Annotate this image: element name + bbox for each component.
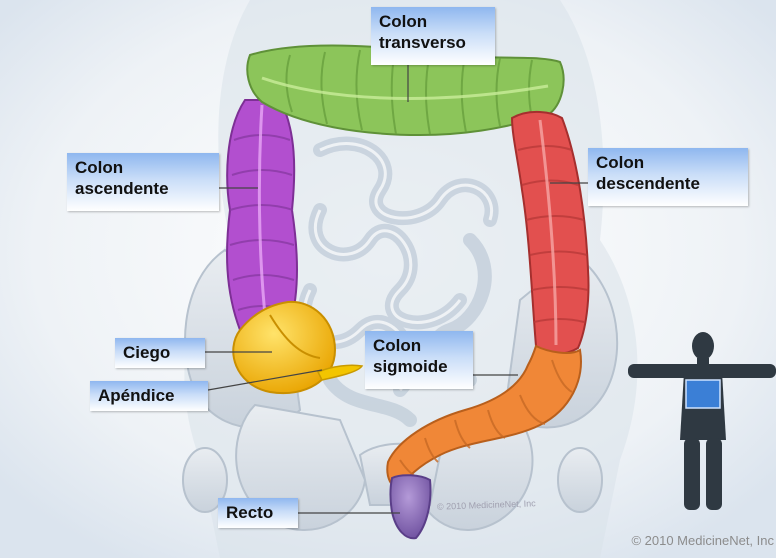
label-rectum: Recto — [218, 498, 298, 528]
label-line: sigmoide — [373, 356, 465, 377]
label-line: Recto — [226, 502, 290, 523]
label-line: Colon — [75, 157, 211, 178]
copyright-notice: © 2010 MedicineNet, Inc — [631, 533, 774, 548]
label-ascending-colon: Colon ascendente — [67, 153, 219, 211]
label-sigmoid-colon: Colon sigmoide — [365, 331, 473, 389]
label-line: Colon — [596, 152, 740, 173]
label-line: transverso — [379, 32, 487, 53]
label-line: descendente — [596, 173, 740, 194]
label-appendix: Apéndice — [90, 381, 208, 411]
label-line: Colon — [379, 11, 487, 32]
label-descending-colon: Colon descendente — [588, 148, 748, 206]
label-cecum: Ciego — [115, 338, 205, 368]
label-line: Apéndice — [98, 385, 200, 406]
label-transverse-colon: Colon transverso — [371, 7, 495, 65]
label-line: Ciego — [123, 342, 197, 363]
label-line: Colon — [373, 335, 465, 356]
label-line: ascendente — [75, 178, 211, 199]
